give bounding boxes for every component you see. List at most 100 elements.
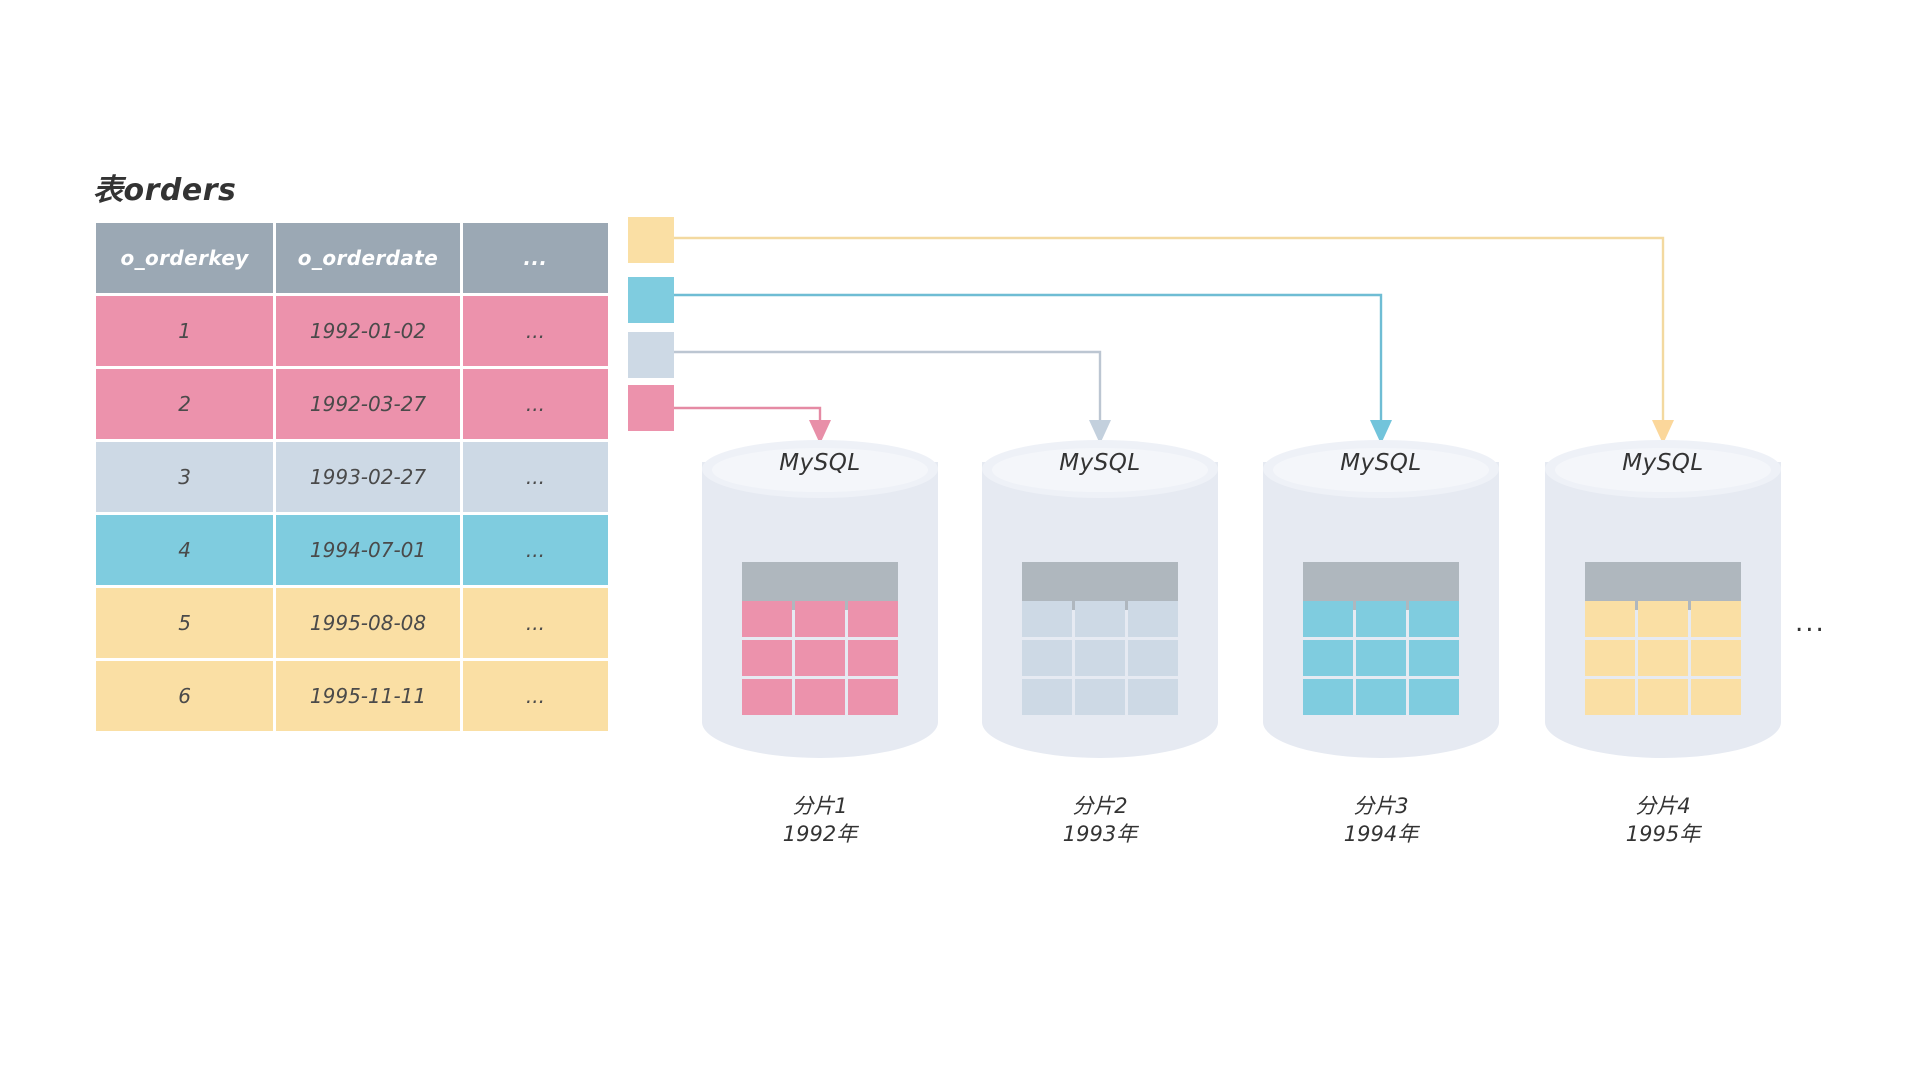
grid-cell xyxy=(1585,679,1635,715)
cell-more: ... xyxy=(462,588,608,658)
grid-cell xyxy=(848,679,898,715)
grid-cell xyxy=(1638,640,1688,676)
grid-cell xyxy=(1691,601,1741,637)
cell-orderdate: 1995-11-11 xyxy=(276,661,460,731)
page-title: 表orders xyxy=(93,173,237,208)
grid-cell xyxy=(1128,601,1178,637)
table-row: 2 1992-03-27 ... xyxy=(96,369,608,439)
grid-cell xyxy=(1075,601,1125,637)
legend-chip-1995 xyxy=(628,217,674,263)
cell-more: ... xyxy=(462,515,608,585)
shard-cylinder-4: MySQL 分片4 1995年 xyxy=(1545,440,1781,846)
mysql-label: MySQL xyxy=(1059,450,1141,476)
cylinder-top xyxy=(1263,440,1499,498)
table-row: 3 1993-02-27 ... xyxy=(96,442,608,512)
column-header-orderdate: o_orderdate xyxy=(276,223,460,293)
cylinder-top-inner xyxy=(992,448,1208,492)
grid-cell xyxy=(1409,679,1459,715)
grid-cell xyxy=(1022,640,1072,676)
table-row: 6 1995-11-11 ... xyxy=(96,661,608,731)
cell-orderdate: 1992-01-02 xyxy=(276,296,460,366)
cylinder-top-inner xyxy=(712,448,928,492)
cell-orderkey: 5 xyxy=(96,588,274,658)
cylinder-top-inner xyxy=(1555,448,1771,492)
cell-orderdate: 1994-07-01 xyxy=(276,515,460,585)
grid-cell xyxy=(1303,679,1353,715)
grid-cell xyxy=(1691,679,1741,715)
grid-cell xyxy=(1409,640,1459,676)
mysql-label: MySQL xyxy=(779,450,861,476)
cell-orderdate: 1995-08-08 xyxy=(276,588,460,658)
legend-chip-1993 xyxy=(628,332,674,378)
column-header-orderkey: o_orderkey xyxy=(96,223,274,293)
grid-cell xyxy=(1128,679,1178,715)
cell-more: ... xyxy=(462,442,608,512)
shard-cylinder-3: MySQL 分片3 1994年 xyxy=(1263,440,1499,846)
grid-cell xyxy=(1075,640,1125,676)
grid-cell xyxy=(848,601,898,637)
grid-cell xyxy=(1585,640,1635,676)
cell-orderkey: 6 xyxy=(96,661,274,731)
cell-more: ... xyxy=(462,661,608,731)
grid-cell xyxy=(1356,640,1406,676)
shard-caption-1: 分片1 1992年 xyxy=(702,792,938,849)
table-row: 5 1995-08-08 ... xyxy=(96,588,608,658)
grid-cell xyxy=(1022,601,1072,637)
cylinder-top xyxy=(982,440,1218,498)
grid-cell xyxy=(1303,640,1353,676)
grid-cell xyxy=(795,601,845,637)
grid-cell xyxy=(1638,679,1688,715)
shard-name: 分片3 xyxy=(1353,794,1409,818)
table-header-row: o_orderkey o_orderdate ... xyxy=(96,223,608,293)
grid-cell xyxy=(848,640,898,676)
grid-cell xyxy=(1303,601,1353,637)
grid-cell xyxy=(1691,640,1741,676)
cell-orderdate: 1993-02-27 xyxy=(276,442,460,512)
table-row: 1 1992-01-02 ... xyxy=(96,296,608,366)
shard-year: 1995年 xyxy=(1625,822,1701,847)
shard-data-grid xyxy=(742,562,898,715)
mysql-label: MySQL xyxy=(1622,450,1704,476)
grid-cell xyxy=(1409,601,1459,637)
grid-cell xyxy=(1022,679,1072,715)
trailing-ellipsis: ... xyxy=(1795,608,1826,638)
shard-cylinder-2: MySQL 分片2 1993年 xyxy=(982,440,1218,846)
shard-year: 1992年 xyxy=(782,822,858,847)
grid-cell xyxy=(1075,679,1125,715)
cell-orderkey: 3 xyxy=(96,442,274,512)
orders-table: o_orderkey o_orderdate ... 1 1992-01-02 … xyxy=(93,220,611,734)
shard-caption-2: 分片2 1993年 xyxy=(982,792,1218,849)
grid-cell xyxy=(1128,640,1178,676)
shard-year: 1994年 xyxy=(1343,822,1419,847)
grid-cell xyxy=(742,601,792,637)
column-header-more: ... xyxy=(462,223,608,293)
cell-orderkey: 2 xyxy=(96,369,274,439)
shard-data-grid xyxy=(1303,562,1459,715)
shard-name: 分片4 xyxy=(1635,794,1691,818)
grid-cell xyxy=(1356,679,1406,715)
shard-year: 1993年 xyxy=(1062,822,1138,847)
shard-data-grid xyxy=(1022,562,1178,715)
cell-orderkey: 1 xyxy=(96,296,274,366)
cylinder-top-inner xyxy=(1273,448,1489,492)
grid-cell xyxy=(1356,601,1406,637)
mysql-label: MySQL xyxy=(1340,450,1422,476)
grid-cell xyxy=(795,679,845,715)
shard-data-grid xyxy=(1585,562,1741,715)
cell-more: ... xyxy=(462,369,608,439)
table-row: 4 1994-07-01 ... xyxy=(96,515,608,585)
grid-cell xyxy=(742,679,792,715)
cell-orderdate: 1992-03-27 xyxy=(276,369,460,439)
shard-name: 分片1 xyxy=(792,794,848,818)
shard-cylinder-1: MySQL 分片1 1992年 xyxy=(702,440,938,846)
cell-orderkey: 4 xyxy=(96,515,274,585)
legend-chip-1992 xyxy=(628,385,674,431)
grid-cell xyxy=(1585,601,1635,637)
legend-chip-1994 xyxy=(628,277,674,323)
shard-caption-4: 分片4 1995年 xyxy=(1545,792,1781,849)
shard-caption-3: 分片3 1994年 xyxy=(1263,792,1499,849)
cylinder-top xyxy=(1545,440,1781,498)
grid-cell xyxy=(742,640,792,676)
grid-cell xyxy=(795,640,845,676)
